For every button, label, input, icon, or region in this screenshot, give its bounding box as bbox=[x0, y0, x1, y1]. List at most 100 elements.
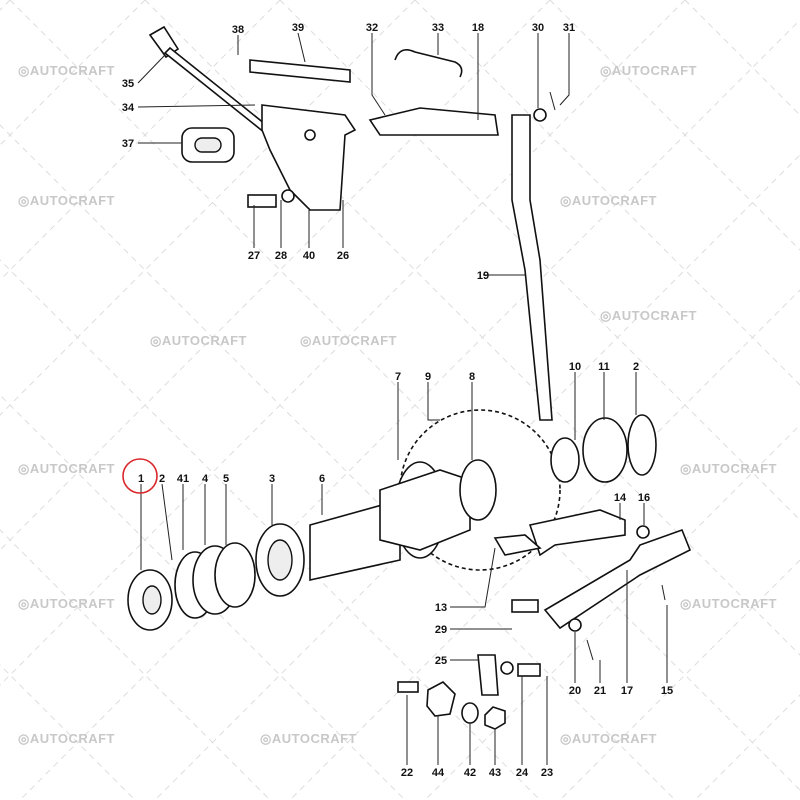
label-7[interactable]: 7 bbox=[395, 371, 401, 383]
part-20-washer bbox=[568, 618, 582, 632]
grid-line bbox=[549, 0, 800, 251]
label-26[interactable]: 26 bbox=[337, 250, 349, 262]
part-15-pin bbox=[661, 584, 666, 601]
label-3[interactable]: 3 bbox=[269, 473, 275, 485]
label-2-circlip[interactable]: 2 bbox=[633, 361, 639, 373]
label-44[interactable]: 44 bbox=[432, 767, 445, 779]
label-31[interactable]: 31 bbox=[563, 22, 575, 34]
part-30-washer bbox=[533, 108, 547, 122]
label-35[interactable]: 35 bbox=[122, 78, 134, 90]
label-13[interactable]: 13 bbox=[435, 602, 447, 614]
part-28-washer bbox=[281, 189, 295, 203]
label-22[interactable]: 22 bbox=[401, 767, 413, 779]
grid-line bbox=[694, 694, 800, 800]
label-27[interactable]: 27 bbox=[248, 250, 260, 262]
label-29[interactable]: 29 bbox=[435, 624, 447, 636]
label-28[interactable]: 28 bbox=[275, 250, 287, 262]
part-17-arm bbox=[543, 528, 692, 630]
part-2-circlip bbox=[627, 414, 657, 476]
part-29-bolt bbox=[511, 599, 539, 613]
part-22-stud bbox=[397, 681, 419, 693]
watermark-text: ◎AUTOCRAFT bbox=[300, 333, 397, 348]
label-24[interactable]: 24 bbox=[516, 767, 529, 779]
label-17[interactable]: 17 bbox=[621, 685, 633, 697]
grid-line bbox=[0, 0, 416, 416]
part-24-washer bbox=[500, 661, 514, 675]
watermark-text: ◎AUTOCRAFT bbox=[150, 333, 247, 348]
watermark-text: ◎AUTOCRAFT bbox=[18, 193, 115, 208]
part-26-bracket bbox=[261, 104, 357, 211]
label-32[interactable]: 32 bbox=[366, 22, 378, 34]
grid-line bbox=[0, 259, 541, 800]
part-44-fitting bbox=[426, 681, 456, 717]
part-6-shaft bbox=[309, 498, 401, 581]
label-2[interactable]: 2 bbox=[159, 473, 165, 485]
label-1[interactable]: 1 bbox=[138, 473, 144, 485]
grid-line bbox=[9, 0, 800, 791]
label-40[interactable]: 40 bbox=[303, 250, 315, 262]
label-15[interactable]: 15 bbox=[661, 685, 673, 697]
part-10-bearing bbox=[550, 437, 580, 483]
watermark-text: ◎AUTOCRAFT bbox=[560, 193, 657, 208]
label-6[interactable]: 6 bbox=[319, 473, 325, 485]
label-38[interactable]: 38 bbox=[232, 24, 244, 36]
part-27-bolt bbox=[247, 194, 277, 208]
grid-line bbox=[154, 154, 800, 800]
label-4[interactable]: 4 bbox=[202, 473, 209, 485]
label-8[interactable]: 8 bbox=[469, 371, 475, 383]
grid-line bbox=[19, 19, 800, 800]
label-33[interactable]: 33 bbox=[432, 22, 444, 34]
label-19[interactable]: 19 bbox=[477, 270, 489, 282]
grid-line bbox=[289, 289, 800, 800]
grid-line bbox=[0, 0, 281, 281]
watermark-text: ◎AUTOCRAFT bbox=[680, 596, 777, 611]
part-16-washer bbox=[636, 525, 650, 539]
part-42-washer bbox=[461, 702, 479, 724]
gear-shaft-assembly bbox=[127, 409, 692, 730]
part-5-spacer bbox=[214, 542, 256, 608]
label-30[interactable]: 30 bbox=[532, 22, 544, 34]
grid-line bbox=[0, 529, 271, 800]
label-34[interactable]: 34 bbox=[122, 102, 135, 114]
label-14[interactable]: 14 bbox=[614, 492, 627, 504]
part-11-housing bbox=[582, 417, 628, 483]
leader-lines bbox=[137, 32, 668, 765]
watermark-text: ◎AUTOCRAFT bbox=[600, 63, 697, 78]
part-31-pin bbox=[549, 91, 556, 111]
label-20[interactable]: 20 bbox=[569, 685, 581, 697]
part-23-bolt bbox=[517, 663, 541, 677]
part-21-pin bbox=[586, 639, 594, 661]
grid-line bbox=[0, 0, 146, 146]
label-21[interactable]: 21 bbox=[594, 685, 606, 697]
part-32-lever bbox=[368, 107, 499, 136]
watermark-text: ◎AUTOCRAFT bbox=[560, 731, 657, 746]
label-25[interactable]: 25 bbox=[435, 655, 447, 667]
part-13-link bbox=[493, 534, 542, 556]
grid-line bbox=[0, 0, 686, 686]
part-39-plate bbox=[249, 59, 351, 83]
label-11[interactable]: 11 bbox=[598, 361, 610, 373]
label-9[interactable]: 9 bbox=[425, 371, 431, 383]
label-39[interactable]: 39 bbox=[292, 22, 304, 34]
part-40-clip bbox=[304, 129, 316, 141]
watermark-text: ◎AUTOCRAFT bbox=[680, 461, 777, 476]
label-16[interactable]: 16 bbox=[638, 492, 650, 504]
label-42[interactable]: 42 bbox=[464, 767, 476, 779]
label-23[interactable]: 23 bbox=[541, 767, 553, 779]
label-37[interactable]: 37 bbox=[122, 138, 134, 150]
watermarks: ◎AUTOCRAFT ◎AUTOCRAFT ◎AUTOCRAFT ◎AUTOCRAFT… bbox=[18, 63, 777, 746]
label-41[interactable]: 41 bbox=[177, 473, 189, 485]
highlight-circle bbox=[122, 458, 158, 494]
watermark-text: ◎AUTOCRAFT bbox=[18, 461, 115, 476]
grid-line bbox=[0, 394, 406, 800]
label-18[interactable]: 18 bbox=[472, 22, 484, 34]
watermark-text: ◎AUTOCRAFT bbox=[18, 63, 115, 78]
grid-line bbox=[0, 664, 136, 800]
part-8-gear bbox=[459, 459, 497, 521]
label-5[interactable]: 5 bbox=[223, 473, 229, 485]
label-43[interactable]: 43 bbox=[489, 767, 501, 779]
grid-line bbox=[0, 124, 676, 800]
label-10[interactable]: 10 bbox=[569, 361, 581, 373]
throttle-rod-assembly bbox=[148, 25, 556, 421]
